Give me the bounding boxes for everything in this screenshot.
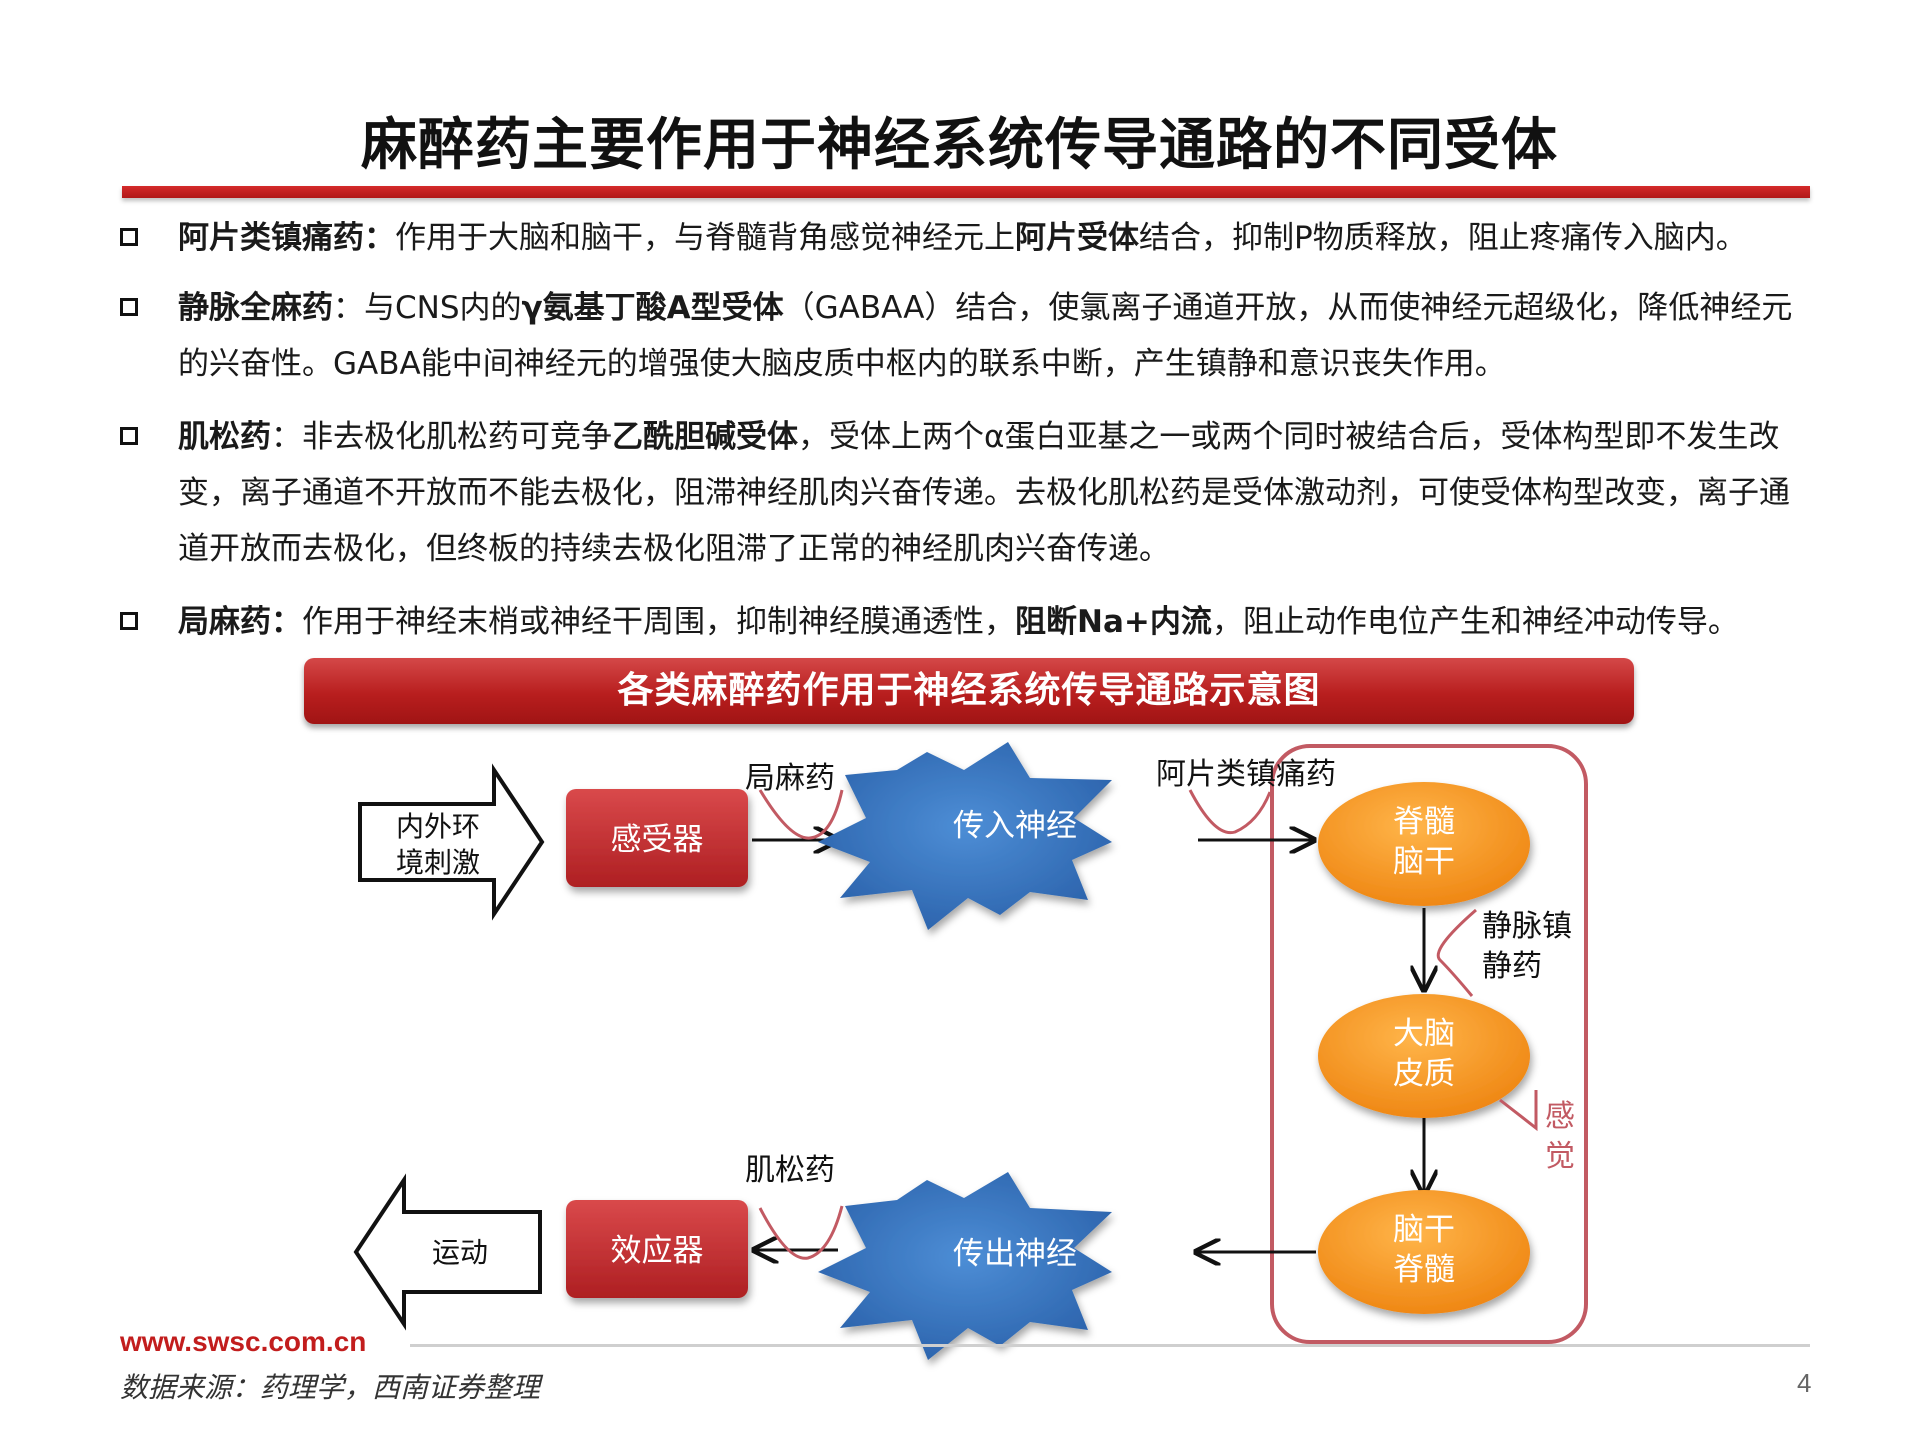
bullet-emphasis: γ氨基丁酸A型受体 xyxy=(521,290,784,326)
receptor-label: 感受器 xyxy=(611,822,704,858)
checkbox-bullet-icon xyxy=(120,298,138,316)
data-source: 数据来源：药理学，西南证券整理 xyxy=(120,1371,541,1404)
bullet-run: 作用于大脑和脑干，与脊髓背角感觉神经元上 xyxy=(395,220,1015,256)
afferent-label: 传入神经 xyxy=(953,808,1077,844)
bullet-text: 阿片类镇痛药：作用于大脑和脑干，与脊髓背角感觉神经元上阿片受体结合，抑制P物质释… xyxy=(178,210,1820,266)
spinal-bottom-label-2: 脊髓 xyxy=(1393,1252,1455,1288)
bullet-iv-anesthetic: 静脉全麻药：与CNS内的γ氨基丁酸A型受体（GABAA）结合，使氯离子通道开放，… xyxy=(120,280,1820,392)
bullet-run: ：与CNS内的 xyxy=(333,290,522,326)
stimulus-arrow: 内外环 境刺激 xyxy=(358,763,545,921)
sensation-label-2: 觉 xyxy=(1545,1139,1575,1174)
bullet-text: 局麻药：作用于神经末梢或神经干周围，抑制神经膜通透性，阻断Na+内流，阻止动作电… xyxy=(178,594,1820,650)
receptor-box: 感受器 xyxy=(566,789,748,887)
opioid-marker xyxy=(1188,789,1272,835)
bullet-run: ，受体上两个α蛋白亚基之一或两个同时被结合后，受体构型即不发生改变，离子通道不开… xyxy=(178,419,1790,567)
bullet-text: 静脉全麻药：与CNS内的γ氨基丁酸A型受体（GABAA）结合，使氯离子通道开放，… xyxy=(178,280,1820,392)
effector-box: 效应器 xyxy=(566,1200,748,1298)
bullet-emphasis: 乙酰胆碱受体 xyxy=(612,419,798,455)
local-anesthetic-label: 局麻药 xyxy=(745,761,835,796)
bullet-run: 作用于神经末梢或神经干周围，抑制神经膜通透性， xyxy=(302,604,1015,640)
efferent-nerve-burst: 传出神经 xyxy=(818,1172,1112,1360)
sensation-marker xyxy=(1499,1090,1538,1132)
bullet-emphasis: 阻断Na+内流 xyxy=(1015,604,1212,640)
spinal-top-label-1: 脊髓 xyxy=(1393,804,1455,840)
effector-label: 效应器 xyxy=(611,1233,704,1269)
bullet-run: ，阻止动作电位产生和神经冲动传导。 xyxy=(1211,604,1739,640)
checkbox-bullet-icon xyxy=(120,612,138,630)
bullet-run: 结合，抑制P物质释放，阻止疼痛传入脑内。 xyxy=(1139,220,1747,256)
bullet-emphasis: 静脉全麻药 xyxy=(178,290,333,326)
muscle-relaxant-label: 肌松药 xyxy=(745,1153,835,1188)
iv-sedative-label-1: 静脉镇 xyxy=(1482,909,1572,944)
iv-sedative-marker xyxy=(1436,908,1477,997)
movement-arrow: 运动 xyxy=(353,1173,542,1331)
spinal-cord-top-oval: 脊髓 脑干 xyxy=(1318,782,1530,906)
bullet-emphasis: 阿片类镇痛药： xyxy=(178,220,395,256)
bullet-emphasis: 阿片受体 xyxy=(1015,220,1139,256)
movement-label: 运动 xyxy=(432,1236,488,1269)
footer-url[interactable]: www.swsc.com.cn xyxy=(120,1326,367,1357)
footer-divider xyxy=(410,1344,1810,1347)
bullet-opioid: 阿片类镇痛药：作用于大脑和脑干，与脊髓背角感觉神经元上阿片受体结合，抑制P物质释… xyxy=(120,210,1820,266)
efferent-label: 传出神经 xyxy=(953,1236,1077,1272)
cortex-label-1: 大脑 xyxy=(1393,1016,1455,1052)
opioid-label: 阿片类镇痛药 xyxy=(1156,757,1336,792)
local-anesthetic-marker xyxy=(758,789,844,840)
bullet-emphasis: 肌松药 xyxy=(178,419,271,455)
stimulus-label-1: 内外环 xyxy=(396,810,480,843)
page-title: 麻醉药主要作用于神经系统传导通路的不同受体 xyxy=(361,113,1558,178)
stimulus-label-2: 境刺激 xyxy=(396,846,480,879)
bullet-emphasis: 局麻药： xyxy=(178,604,302,640)
muscle-relaxant-marker xyxy=(758,1205,844,1260)
bullet-text: 肌松药：非去极化肌松药可竞争乙酰胆碱受体，受体上两个α蛋白亚基之一或两个同时被结… xyxy=(178,409,1820,577)
bullet-run: ：非去极化肌松药可竞争 xyxy=(271,419,612,455)
afferent-nerve-burst: 传入神经 xyxy=(818,742,1112,930)
checkbox-bullet-icon xyxy=(120,427,138,445)
iv-sedative-label-2: 静药 xyxy=(1482,949,1542,984)
brain-spinal-group-border xyxy=(1270,744,1588,1344)
spinal-bottom-label-1: 脑干 xyxy=(1393,1212,1455,1248)
checkbox-bullet-icon xyxy=(120,228,138,246)
spinal-cord-bottom-oval: 脑干 脊髓 xyxy=(1318,1190,1530,1314)
bullet-run: （GABAA）结合，使氯离子通道开放，从而使神经元超级化，降低神经元的兴奋性。G… xyxy=(178,290,1793,382)
title-underline xyxy=(122,186,1810,198)
page-number: 4 xyxy=(1797,1368,1812,1398)
cerebral-cortex-oval: 大脑 皮质 xyxy=(1318,994,1530,1118)
spinal-top-label-2: 脑干 xyxy=(1393,844,1455,880)
sensation-label-1: 感 xyxy=(1545,1099,1575,1134)
bullet-local-anesthetic: 局麻药：作用于神经末梢或神经干周围，抑制神经膜通透性，阻断Na+内流，阻止动作电… xyxy=(120,594,1820,650)
diagram-banner: 各类麻醉药作用于神经系统传导通路示意图 xyxy=(304,658,1634,724)
bullet-muscle-relaxant: 肌松药：非去极化肌松药可竞争乙酰胆碱受体，受体上两个α蛋白亚基之一或两个同时被结… xyxy=(120,409,1820,577)
cortex-label-2: 皮质 xyxy=(1393,1056,1455,1092)
